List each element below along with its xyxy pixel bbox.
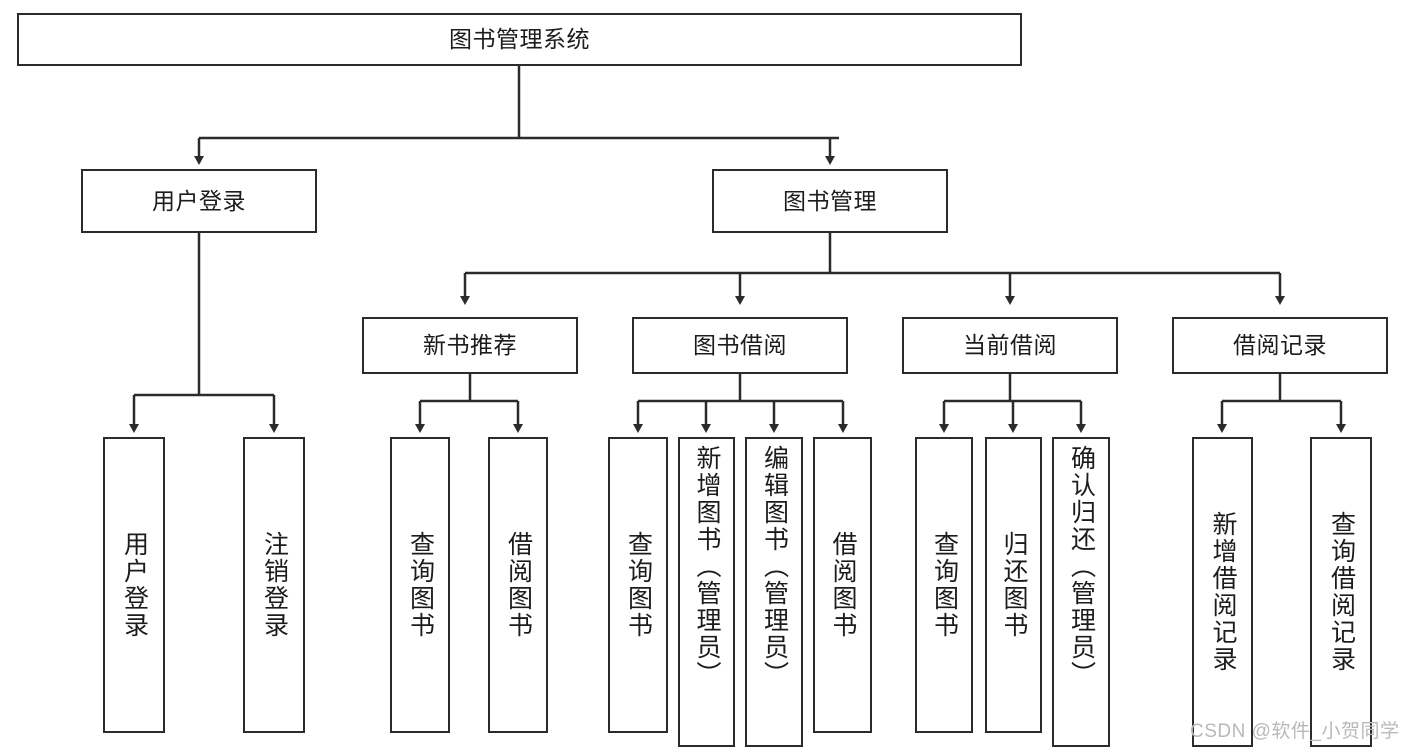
node-level2-user-login[interactable]: 用户登录 [81, 169, 317, 233]
leaf-borrow-book[interactable]: 借阅图书 [813, 437, 872, 733]
node-root-label: 图书管理系统 [449, 26, 590, 53]
leaf-query-book-current-label: 查询图书 [930, 531, 959, 639]
leaf-add-book-admin-label: 新增图书（管理员） [693, 445, 721, 688]
leaf-borrow-book-recommend-label: 借阅图书 [504, 531, 533, 639]
leaf-user-login[interactable]: 用户登录 [103, 437, 165, 733]
leaf-add-book-admin[interactable]: 新增图书（管理员） [678, 437, 735, 747]
leaf-logout-label: 注销登录 [260, 531, 289, 639]
node-level2-book-management[interactable]: 图书管理 [712, 169, 948, 233]
node-level3-new-book-recommend-label: 新书推荐 [423, 332, 517, 359]
node-root[interactable]: 图书管理系统 [17, 13, 1022, 66]
leaf-add-borrow-record[interactable]: 新增借阅记录 [1192, 437, 1253, 747]
leaf-borrow-book-label: 借阅图书 [829, 531, 857, 639]
leaf-borrow-book-recommend[interactable]: 借阅图书 [488, 437, 548, 733]
node-level2-user-login-label: 用户登录 [152, 187, 246, 214]
node-level3-current-borrow[interactable]: 当前借阅 [902, 317, 1118, 374]
leaf-confirm-return-admin[interactable]: 确认归还（管理员） [1052, 437, 1110, 747]
node-level3-book-borrow[interactable]: 图书借阅 [632, 317, 848, 374]
leaf-query-borrow-record[interactable]: 查询借阅记录 [1310, 437, 1372, 747]
watermark: CSDN @软件_小贺同学 [1190, 721, 1400, 742]
node-level3-new-book-recommend[interactable]: 新书推荐 [362, 317, 578, 374]
leaf-edit-book-admin-label: 编辑图书（管理员） [760, 445, 789, 688]
leaf-query-book-borrow-label: 查询图书 [624, 531, 653, 639]
node-level3-current-borrow-label: 当前借阅 [963, 332, 1057, 359]
node-level3-borrow-record-label: 借阅记录 [1233, 332, 1327, 359]
node-level3-borrow-record[interactable]: 借阅记录 [1172, 317, 1388, 374]
leaf-query-book-borrow[interactable]: 查询图书 [608, 437, 668, 733]
leaf-edit-book-admin[interactable]: 编辑图书（管理员） [745, 437, 803, 747]
leaf-add-borrow-record-label: 新增借阅记录 [1209, 511, 1237, 673]
leaf-query-book-current[interactable]: 查询图书 [915, 437, 973, 733]
leaf-return-book[interactable]: 归还图书 [985, 437, 1042, 733]
leaf-user-login-label: 用户登录 [120, 531, 149, 639]
leaf-return-book-label: 归还图书 [1000, 531, 1028, 639]
leaf-logout[interactable]: 注销登录 [243, 437, 305, 733]
leaf-query-book-recommend-label: 查询图书 [406, 531, 435, 639]
leaf-query-book-recommend[interactable]: 查询图书 [390, 437, 450, 733]
node-level3-book-borrow-label: 图书借阅 [693, 332, 787, 359]
leaf-query-borrow-record-label: 查询借阅记录 [1327, 511, 1356, 673]
node-level2-book-management-label: 图书管理 [783, 187, 877, 214]
leaf-confirm-return-admin-label: 确认归还（管理员） [1067, 445, 1096, 688]
